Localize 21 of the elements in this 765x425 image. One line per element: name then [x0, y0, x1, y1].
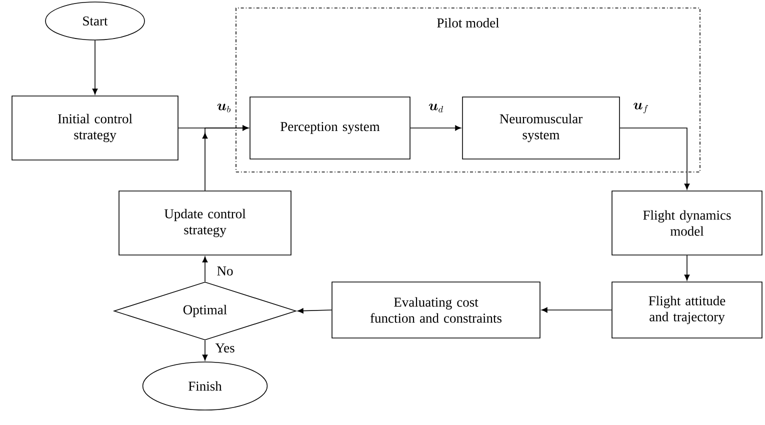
process-box: Neuromuscular system	[462, 96, 620, 160]
process-box: Update control strategy	[118, 190, 292, 256]
arrow	[620, 128, 690, 190]
edge-label: Yes	[215, 344, 234, 352]
arrow	[202, 340, 208, 361]
arrow	[92, 40, 98, 95]
arrow	[684, 254, 690, 281]
arrow	[541, 307, 612, 313]
arrow	[297, 308, 332, 314]
arrow	[202, 256, 208, 282]
edge-label: $\boldsymbol{u}_f$	[634, 102, 648, 114]
process-box: Flight attitude and trajectory	[612, 282, 762, 338]
process-box: Initial control strategy	[12, 96, 178, 160]
edge-label: $\boldsymbol{u}_b$	[217, 104, 231, 112]
process-box: Perception system	[250, 96, 410, 160]
edge-label: No	[217, 266, 233, 276]
arrow	[410, 125, 462, 131]
process-box: Flight dynamics model	[612, 190, 762, 256]
process-box: Evaluating cost function and constraints	[332, 282, 540, 338]
arrow	[202, 125, 249, 191]
edge-label: $\boldsymbol{u}_d$	[428, 104, 444, 112]
